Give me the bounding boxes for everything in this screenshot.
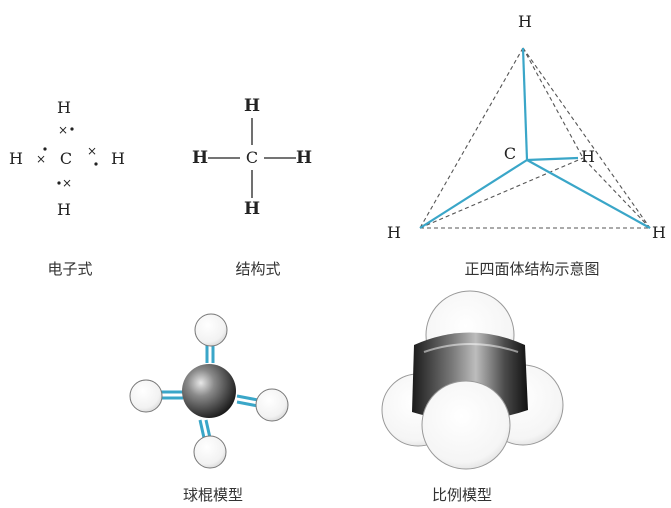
sf-h-left: H <box>192 148 208 168</box>
td-h-inner: H <box>581 147 595 166</box>
sp-hydrogen-bottom <box>421 380 511 470</box>
tetrahedron-diagram: H C H H H 正四面体结构示意图 <box>387 12 666 278</box>
td-caption: 正四面体结构示意图 <box>464 260 599 278</box>
ef-h-left: H <box>9 149 23 168</box>
td-c-center: C <box>504 144 516 163</box>
tetrahedron-bonds <box>419 47 651 229</box>
ef-electron-dot-bottom <box>57 181 61 185</box>
ef-electron-dot-top <box>70 127 74 131</box>
ef-electron-x-right: × <box>87 144 97 158</box>
structural-formula: H H C H H 结构式 <box>192 96 312 278</box>
ef-electron-dot-left <box>43 147 47 151</box>
tetrahedron-edges <box>419 47 651 229</box>
sf-h-right: H <box>296 148 312 168</box>
bs-hydrogen-left <box>129 379 163 413</box>
ef-electron-x-bottom: × <box>62 176 72 190</box>
bs-hydrogen-right <box>255 388 289 422</box>
ef-caption: 电子式 <box>47 260 92 278</box>
bs-hydrogen-top <box>194 313 228 347</box>
ef-electron-x-top: × <box>58 123 68 137</box>
ball-stick-model: 球棍模型 <box>129 313 289 504</box>
ef-electron-x-left: × <box>36 152 46 166</box>
bs-hydrogen-bottom <box>193 435 227 469</box>
sf-c-center: C <box>246 148 258 167</box>
td-h-left: H <box>387 223 401 242</box>
sf-h-bottom: H <box>244 199 260 219</box>
ef-h-bottom: H <box>57 200 71 219</box>
sf-h-top: H <box>244 96 260 116</box>
td-h-top: H <box>518 12 532 31</box>
bs-caption: 球棍模型 <box>183 486 243 504</box>
sf-caption: 结构式 <box>235 260 280 278</box>
td-h-right: H <box>652 223 666 242</box>
electron-formula: H H C H H × × × × 电子式 <box>9 98 125 278</box>
ef-c-center: C <box>60 149 72 168</box>
space-filling-model: 比例模型 <box>381 290 564 504</box>
ef-electron-dot-right <box>94 162 98 166</box>
sp-caption: 比例模型 <box>432 486 492 504</box>
bs-bonds <box>160 345 259 439</box>
bs-carbon <box>182 364 236 418</box>
ef-h-top: H <box>57 98 71 117</box>
ef-h-right: H <box>111 149 125 168</box>
